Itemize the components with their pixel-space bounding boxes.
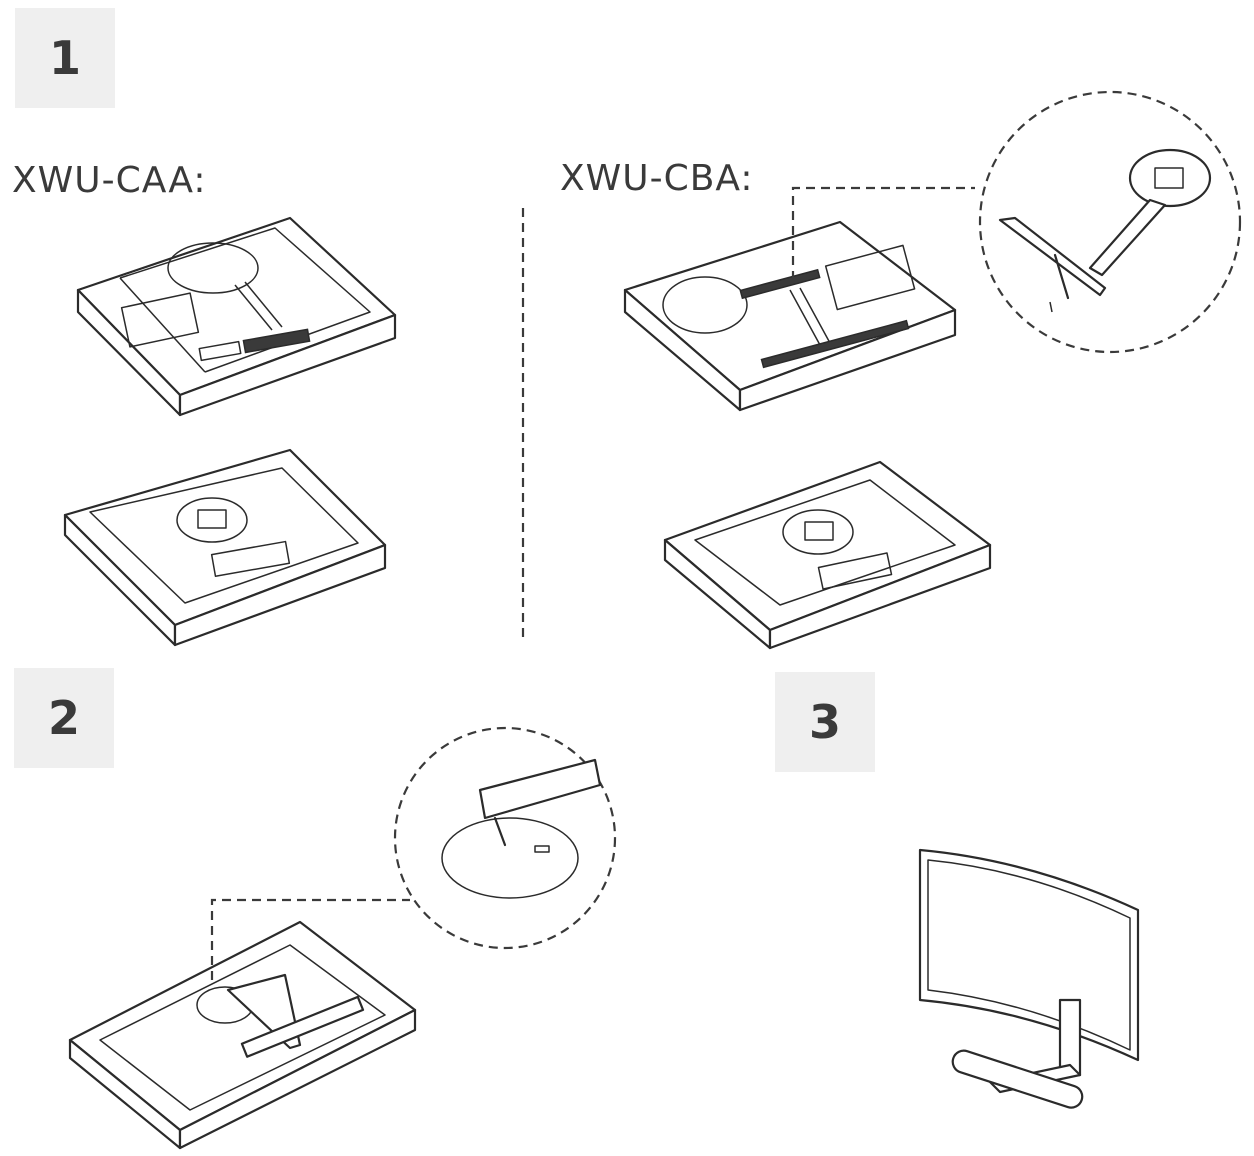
foam-box-with-stand-icon <box>76 216 397 417</box>
stand-detail-magnified-icon <box>978 90 1242 354</box>
model-label-cba: XWU-CBA: <box>560 158 754 199</box>
step-3-badge: 3 <box>775 672 875 772</box>
stand-attach-box-icon <box>68 920 417 1150</box>
assembled-curved-monitor-icon <box>918 848 1140 1109</box>
foam-box-with-monitor-left-icon <box>63 448 387 647</box>
step-1-badge: 1 <box>15 8 115 108</box>
foam-box-with-stand-cba-icon <box>623 220 957 412</box>
stand-attach-magnified-icon <box>393 726 617 950</box>
foam-box-with-monitor-right-icon <box>663 460 992 650</box>
model-label-caa: XWU-CAA: <box>12 160 207 201</box>
step-2-badge: 2 <box>14 668 114 768</box>
